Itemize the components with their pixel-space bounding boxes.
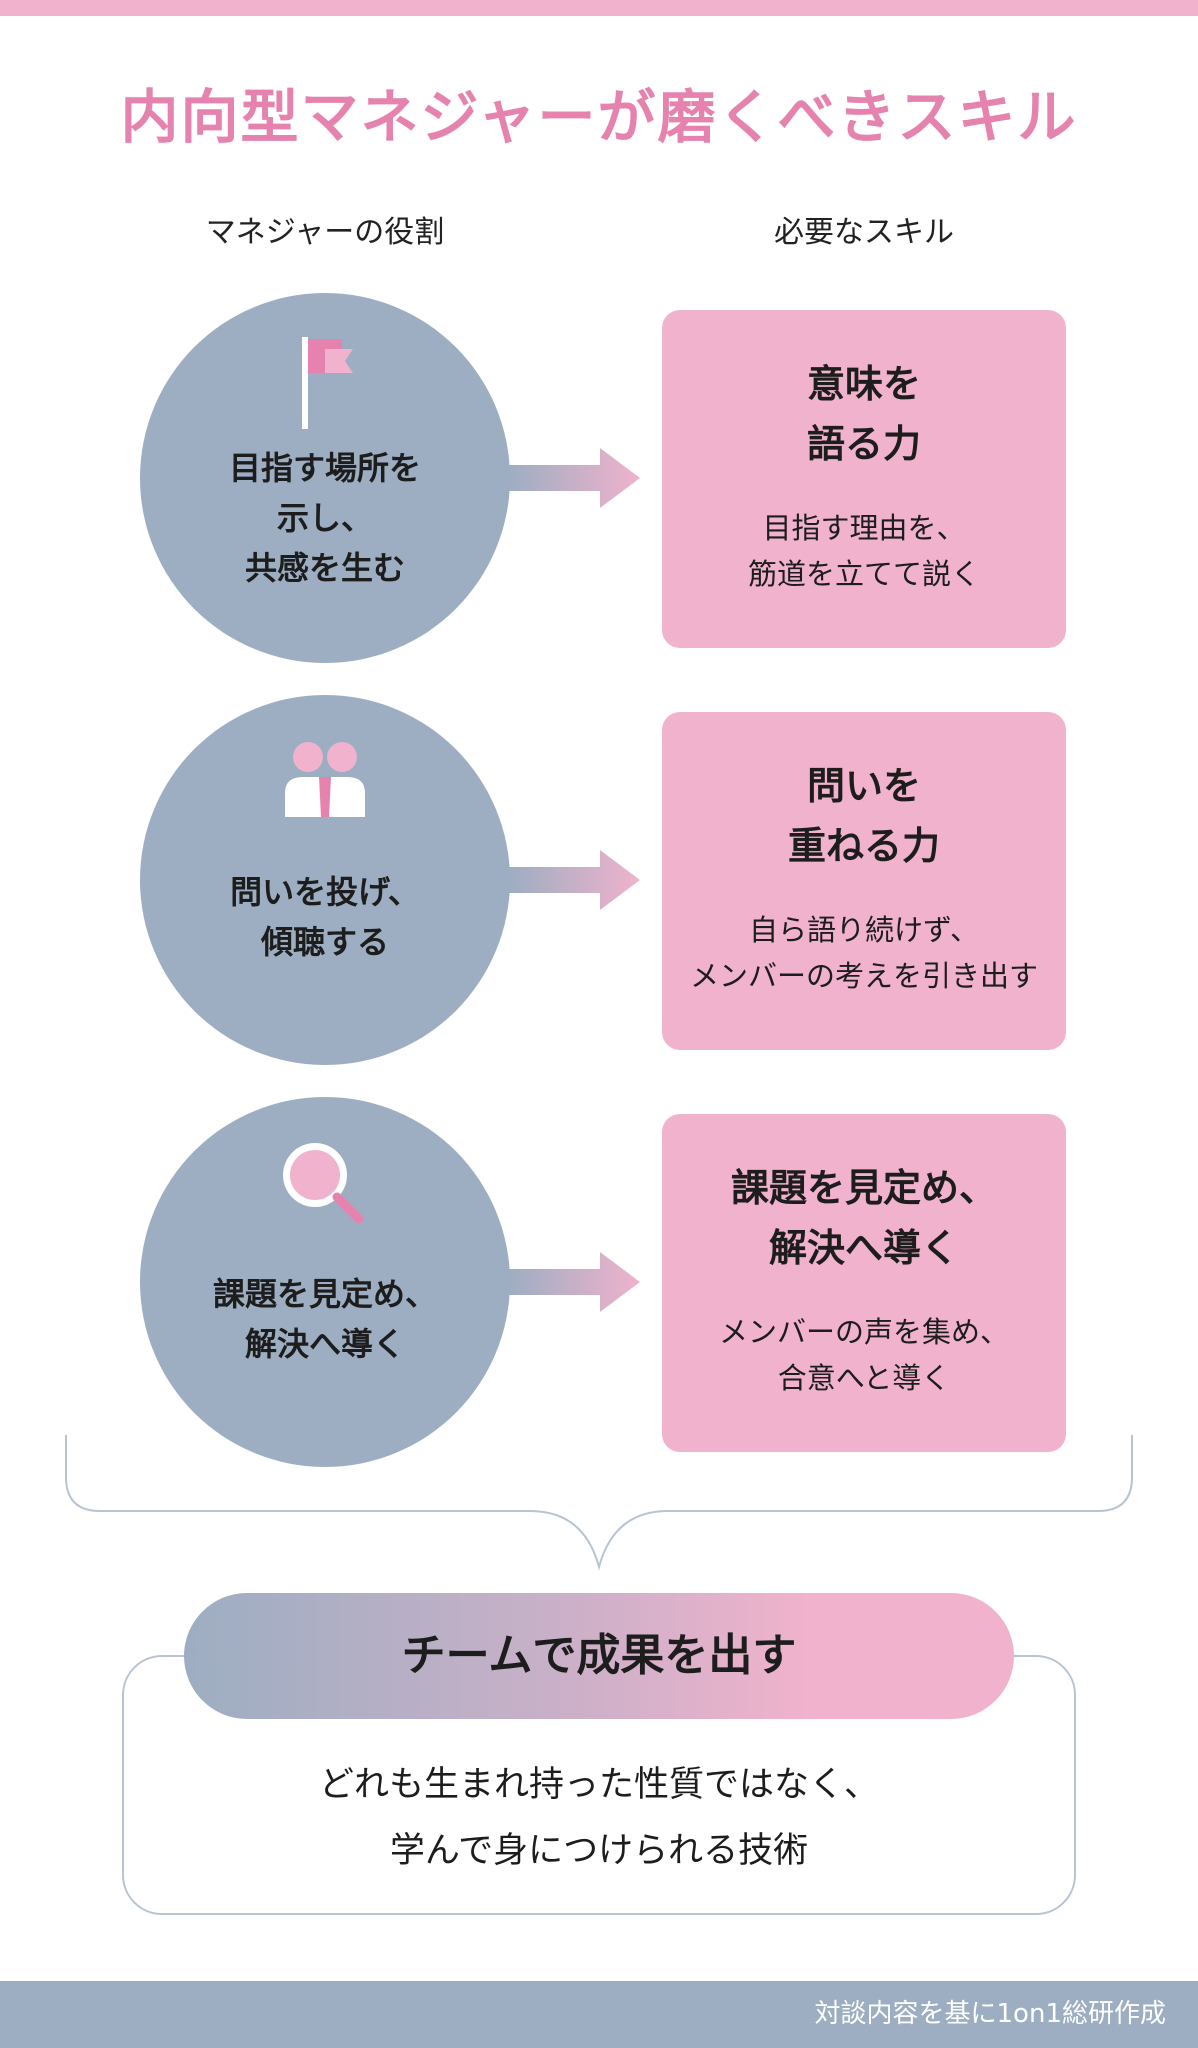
role-circle-1: 目指す場所を 示し、 共感を生む bbox=[140, 293, 510, 663]
skill-title-3: 課題を見定め、 解決へ導く bbox=[730, 1166, 997, 1270]
arrow-icon-3 bbox=[508, 1252, 640, 1312]
skill-desc-2: 自ら語り続けず、 メンバーの考えを引き出す bbox=[689, 913, 1038, 993]
column-header-roles: マネジャーの役割 bbox=[205, 215, 445, 250]
page-title: 内向型マネジャーが磨くべきスキル bbox=[120, 83, 1078, 151]
skill-desc-1: 目指す理由を、 筋道を立てて説く bbox=[747, 511, 980, 591]
arrow-icon-2 bbox=[508, 850, 640, 910]
skill-title-1: 意味を 語る力 bbox=[806, 362, 921, 466]
arrow-icon-1 bbox=[508, 448, 640, 508]
skill-card-1: 意味を 語る力 目指す理由を、 筋道を立てて説く bbox=[662, 310, 1066, 648]
flag-icon bbox=[302, 337, 353, 429]
result-title: チームで成果を出す bbox=[401, 1630, 797, 1681]
role-circle-2: 問いを投げ、 傾聴する bbox=[140, 695, 510, 1065]
skill-card-3: 課題を見定め、 解決へ導く メンバーの声を集め、 合意へと導く bbox=[662, 1114, 1066, 1452]
result-text: どれも生まれ持った性質ではなく、 学んで身につけられる技術 bbox=[318, 1765, 879, 1871]
skill-desc-3: メンバーの声を集め、 合意へと導く bbox=[718, 1315, 1009, 1395]
role-text-3: 課題を見定め、 解決へ導く bbox=[212, 1275, 437, 1363]
brace-connector bbox=[65, 1435, 1133, 1571]
people-icon bbox=[285, 742, 365, 817]
skill-title-2: 問いを 重ねる力 bbox=[787, 764, 940, 868]
magnifier-icon bbox=[283, 1143, 364, 1224]
role-circle-3: 課題を見定め、 解決へ導く bbox=[140, 1097, 510, 1467]
column-header-skills: 必要なスキル bbox=[774, 215, 954, 250]
top-accent-bar bbox=[0, 0, 1198, 16]
role-text-2: 問いを投げ、 傾聴する bbox=[230, 873, 420, 961]
skill-card-2: 問いを 重ねる力 自ら語り続けず、 メンバーの考えを引き出す bbox=[662, 712, 1066, 1050]
role-text-1: 目指す場所を 示し、 共感を生む bbox=[228, 449, 421, 587]
result-pill: チームで成果を出す bbox=[184, 1593, 1014, 1719]
source-note: 対談内容を基に1on1総研作成 bbox=[814, 1999, 1166, 2029]
footer-bar: 対談内容を基に1on1総研作成 bbox=[0, 1981, 1198, 2048]
